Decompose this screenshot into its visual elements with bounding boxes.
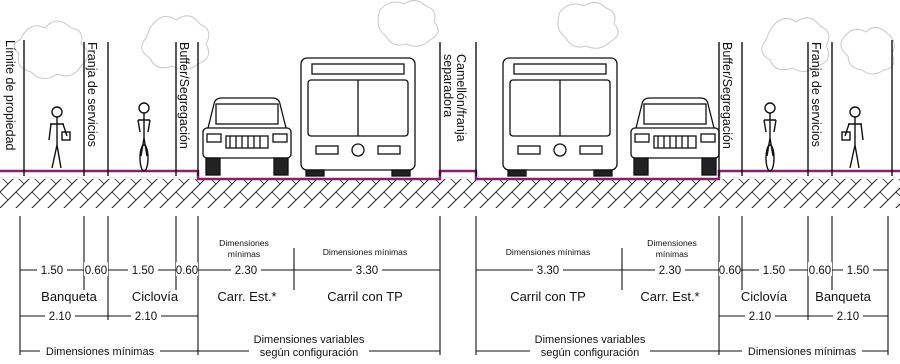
car-icon	[630, 97, 720, 176]
name-carril-tp-left: Carril con TP	[327, 289, 403, 304]
dim-carr-est-right: 2.30	[659, 265, 681, 277]
dim-franja-right: 0.60	[809, 265, 831, 277]
name-carril-tp-right: Carril con TP	[510, 289, 586, 304]
section-verticals	[23, 40, 893, 176]
bus-icon	[502, 57, 618, 177]
bus-icon	[300, 57, 416, 177]
name-ciclovia-right: Ciclovía	[741, 289, 788, 304]
name-carr-est-right: Carr. Est.*	[640, 289, 699, 304]
pedestrian-icon	[841, 106, 864, 169]
dim-carril-tp-left: 3.30	[356, 265, 378, 277]
total-banqueta-left: 2.10	[49, 311, 71, 323]
pedestrian-icon	[48, 106, 71, 169]
dimension-ticks	[19, 216, 889, 355]
background-trees	[13, 0, 895, 79]
min-carr-left-line2: mínimas	[228, 249, 260, 259]
dim-carr-est-left: 2.30	[235, 265, 257, 277]
camellon-label-line2: separadora	[441, 54, 455, 117]
total-banqueta-right: 2.10	[837, 311, 859, 323]
dimensiones-variables-left-line2: según configuración	[260, 347, 358, 359]
dim-carril-tp-right: 3.30	[537, 265, 559, 277]
car-icon	[202, 97, 292, 176]
min-tp-right: Dimensiones mínimas	[506, 247, 591, 257]
min-carr-right-line1: Dimensiones	[647, 238, 697, 248]
dim-franja-left: 0.60	[85, 265, 107, 277]
total-ciclovia-left: 2.10	[135, 311, 157, 323]
camellon-label-line1: Camellón/franja	[454, 54, 468, 142]
dimensiones-minimas-left: Dimensiones mínimas	[46, 346, 155, 358]
dim-banqueta-left: 1.50	[41, 265, 63, 277]
cyclist-icon	[763, 102, 777, 172]
dim-ciclovia-right: 1.50	[763, 265, 785, 277]
min-carr-right-line2: mínimas	[656, 249, 688, 259]
dimensiones-variables-right-line2: según configuración	[541, 347, 639, 359]
min-tp-left: Dimensiones mínimas	[323, 247, 408, 257]
total-ciclovia-right: 2.10	[749, 311, 771, 323]
dim-ciclovia-left: 1.50	[132, 265, 154, 277]
limite-propiedad-label: Límite de propiedad	[3, 40, 17, 151]
buffer-left-label: Buffer/Segregación	[177, 42, 191, 149]
ground-hatch	[0, 176, 900, 208]
dim-buffer-left: 0.60	[176, 265, 198, 277]
dimensiones-variables-left-line1: Dimensiones variables	[254, 334, 365, 346]
dim-banqueta-right: 1.50	[847, 265, 869, 277]
dimensiones-variables-right-line1: Dimensiones variables	[535, 334, 646, 346]
name-ciclovia-left: Ciclovía	[132, 289, 179, 304]
name-carr-est-left: Carr. Est.*	[217, 289, 276, 304]
min-carr-left-line1: Dimensiones	[219, 238, 269, 248]
franja-servicios-right-label: Franja de servicios	[809, 42, 823, 147]
franja-servicios-left-label: Franja de servicios	[85, 42, 99, 147]
dimensiones-minimas-right: Dimensiones mínimas	[748, 346, 857, 358]
cyclist-icon	[137, 102, 151, 172]
buffer-right-label: Buffer/Segregación	[720, 42, 734, 149]
dim-buffer-right: 0.60	[719, 265, 741, 277]
name-banqueta-left: Banqueta	[41, 289, 97, 304]
name-banqueta-right: Banqueta	[815, 289, 871, 304]
